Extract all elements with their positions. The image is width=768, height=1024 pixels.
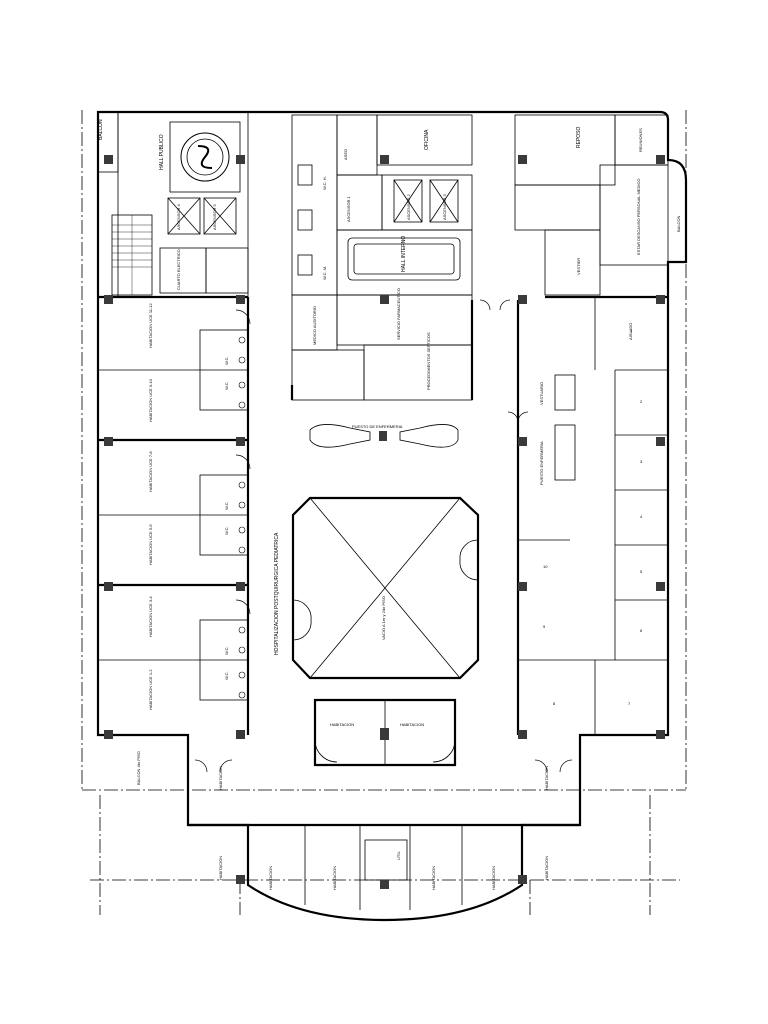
ascensor-3-label: ASCENSOR 3	[442, 193, 447, 220]
left-room-4-label: HABITACION UCE 5-6	[148, 524, 153, 565]
top-center-block: ASEO W.C. H. W.C. M. ASCENSOR 1 ASCENSOR…	[291, 114, 473, 296]
left-rooms: HABITACION UCE 11-12 HABITACION UCE 9-10…	[98, 295, 250, 735]
ascensor-5-label: ASCENSOR 5	[212, 203, 217, 230]
balcon-right-label: BALCON	[676, 215, 681, 232]
wc-h-label: W.C. H.	[322, 176, 327, 190]
wc-label-6: W.C.	[224, 671, 229, 680]
vacio-label: VACIO A 1er y 2do PISO	[381, 596, 386, 640]
habitacion-bottom-3: HABITACION	[332, 866, 337, 890]
left-room-2-label: HABITACION UCE 9-10	[148, 378, 153, 422]
aislado-num-6: 6	[640, 628, 643, 633]
structural-columns	[104, 155, 665, 889]
top-left-block: BALCON HALL PUBLICO ASCENSOR 4 ASCENSOR …	[97, 111, 249, 298]
right-isolation-rooms: AISLADO VESTUARIO PUESTO ENFERMERIA 1 2 …	[516, 295, 668, 735]
aislado-label: AISLADO	[628, 323, 633, 340]
outer-walls	[96, 110, 688, 922]
reuniones-label: REUNIONES	[638, 128, 643, 152]
habitacion-bottom-5: HABITACION	[491, 866, 496, 890]
habitacion-bottom-6: HABITACION	[544, 856, 549, 880]
right-top-block: REPOSO REUNIONES BALCON ESTAR DESCANSO P…	[514, 114, 681, 296]
aislado-num-4: 4	[640, 514, 643, 519]
procedimientos-septicos-label: PROCEDIMIENTOS SEPTICOS	[426, 332, 431, 390]
cuarto-electrico-label: CUARTO ELECTRICO	[176, 249, 181, 290]
puesto-enfermeria-2-label: PUESTO ENFERMERIA	[539, 441, 544, 485]
service-block: MEDICO AUDITORIO SERVICIO FARMACEUTICO P…	[290, 288, 474, 401]
habitacion-bottom-left: HABITACION	[218, 766, 223, 790]
bottom-rooms: HABITACION HABITACION HABITACION HABITAC…	[136, 698, 580, 910]
aislado-num-1: 1	[630, 328, 633, 333]
vestuario-label: VESTUARIO	[539, 382, 544, 405]
ascensor-2-label: ASCENSOR 2	[406, 193, 411, 220]
axis-lines	[81, 110, 687, 915]
central-void: VACIO A 1er y 2do PISO	[291, 496, 480, 680]
hall-interno-label: HALL INTERNO	[401, 236, 407, 272]
central-title: HOSPITALIZACION POSTQUIRURGICA PEDIATRIC…	[274, 532, 280, 655]
util-label: UTIL	[396, 851, 401, 860]
left-room-5-label: HABITACION UCE 3-4	[148, 596, 153, 637]
puesto-enfermeria-label: PUESTO DE ENFERMERIA	[352, 424, 403, 429]
habitacion-bottom-4: HABITACION	[431, 866, 436, 890]
wc-label-3: W.C.	[224, 501, 229, 510]
wc-m-label: W.C. M.	[322, 266, 327, 280]
habitacion-bottom-1: HABITACION	[218, 856, 223, 880]
left-room-1-label: HABITACION UCE 11-12	[148, 302, 153, 348]
aislado-num-8: 8	[553, 701, 556, 706]
vestier-label: VESTIER	[576, 258, 581, 275]
nurse-station: PUESTO DE ENFERMERIA	[309, 424, 459, 448]
left-room-3-label: HABITACION UCE 7-8	[148, 451, 153, 492]
reposo-label: REPOSO	[576, 126, 582, 148]
wc-label-1: W.C.	[224, 356, 229, 365]
aislado-num-3: 3	[640, 459, 643, 464]
hall-publico-label: HALL PUBLICO	[159, 134, 165, 170]
doors	[194, 299, 573, 773]
habitacion-center-2: HABITACION	[400, 722, 424, 727]
aislado-num-2: 2	[640, 399, 643, 404]
aseo-label: ASEO	[343, 149, 348, 160]
medico-auditorio-label: MEDICO AUDITORIO	[312, 306, 317, 345]
estar-descanso-label: ESTAR DESCANSO PERSONAL MEDICO	[636, 179, 641, 255]
wc-label-2: W.C.	[224, 381, 229, 390]
habitacion-bottom-right: HABITACION	[544, 766, 549, 790]
ascensor-1-label: ASCENSOR 1	[346, 195, 351, 222]
aislado-num-10: 10	[543, 564, 548, 569]
stairs	[111, 214, 153, 296]
hospital-logo	[169, 121, 241, 193]
balcon-bottom-label: BALCON 4to PISO	[136, 751, 141, 785]
balcon-top-label: BALCON	[98, 119, 104, 140]
aislado-num-9: 9	[543, 624, 546, 629]
aislado-num-7: 7	[628, 701, 631, 706]
wc-label-5: W.C.	[224, 646, 229, 655]
habitacion-bottom-2: HABITACION	[268, 866, 273, 890]
wc-label-4: W.C.	[224, 526, 229, 535]
servicio-farmaceutico-label: SERVICIO FARMACEUTICO	[396, 288, 401, 340]
habitacion-center-1: HABITACION	[330, 722, 354, 727]
ascensor-4-label: ASCENSOR 4	[176, 203, 181, 230]
left-room-6-label: HABITACION UCE 1-2	[148, 669, 153, 710]
aislado-num-5: 5	[640, 569, 643, 574]
oficina-label: OFICINA	[424, 129, 430, 150]
